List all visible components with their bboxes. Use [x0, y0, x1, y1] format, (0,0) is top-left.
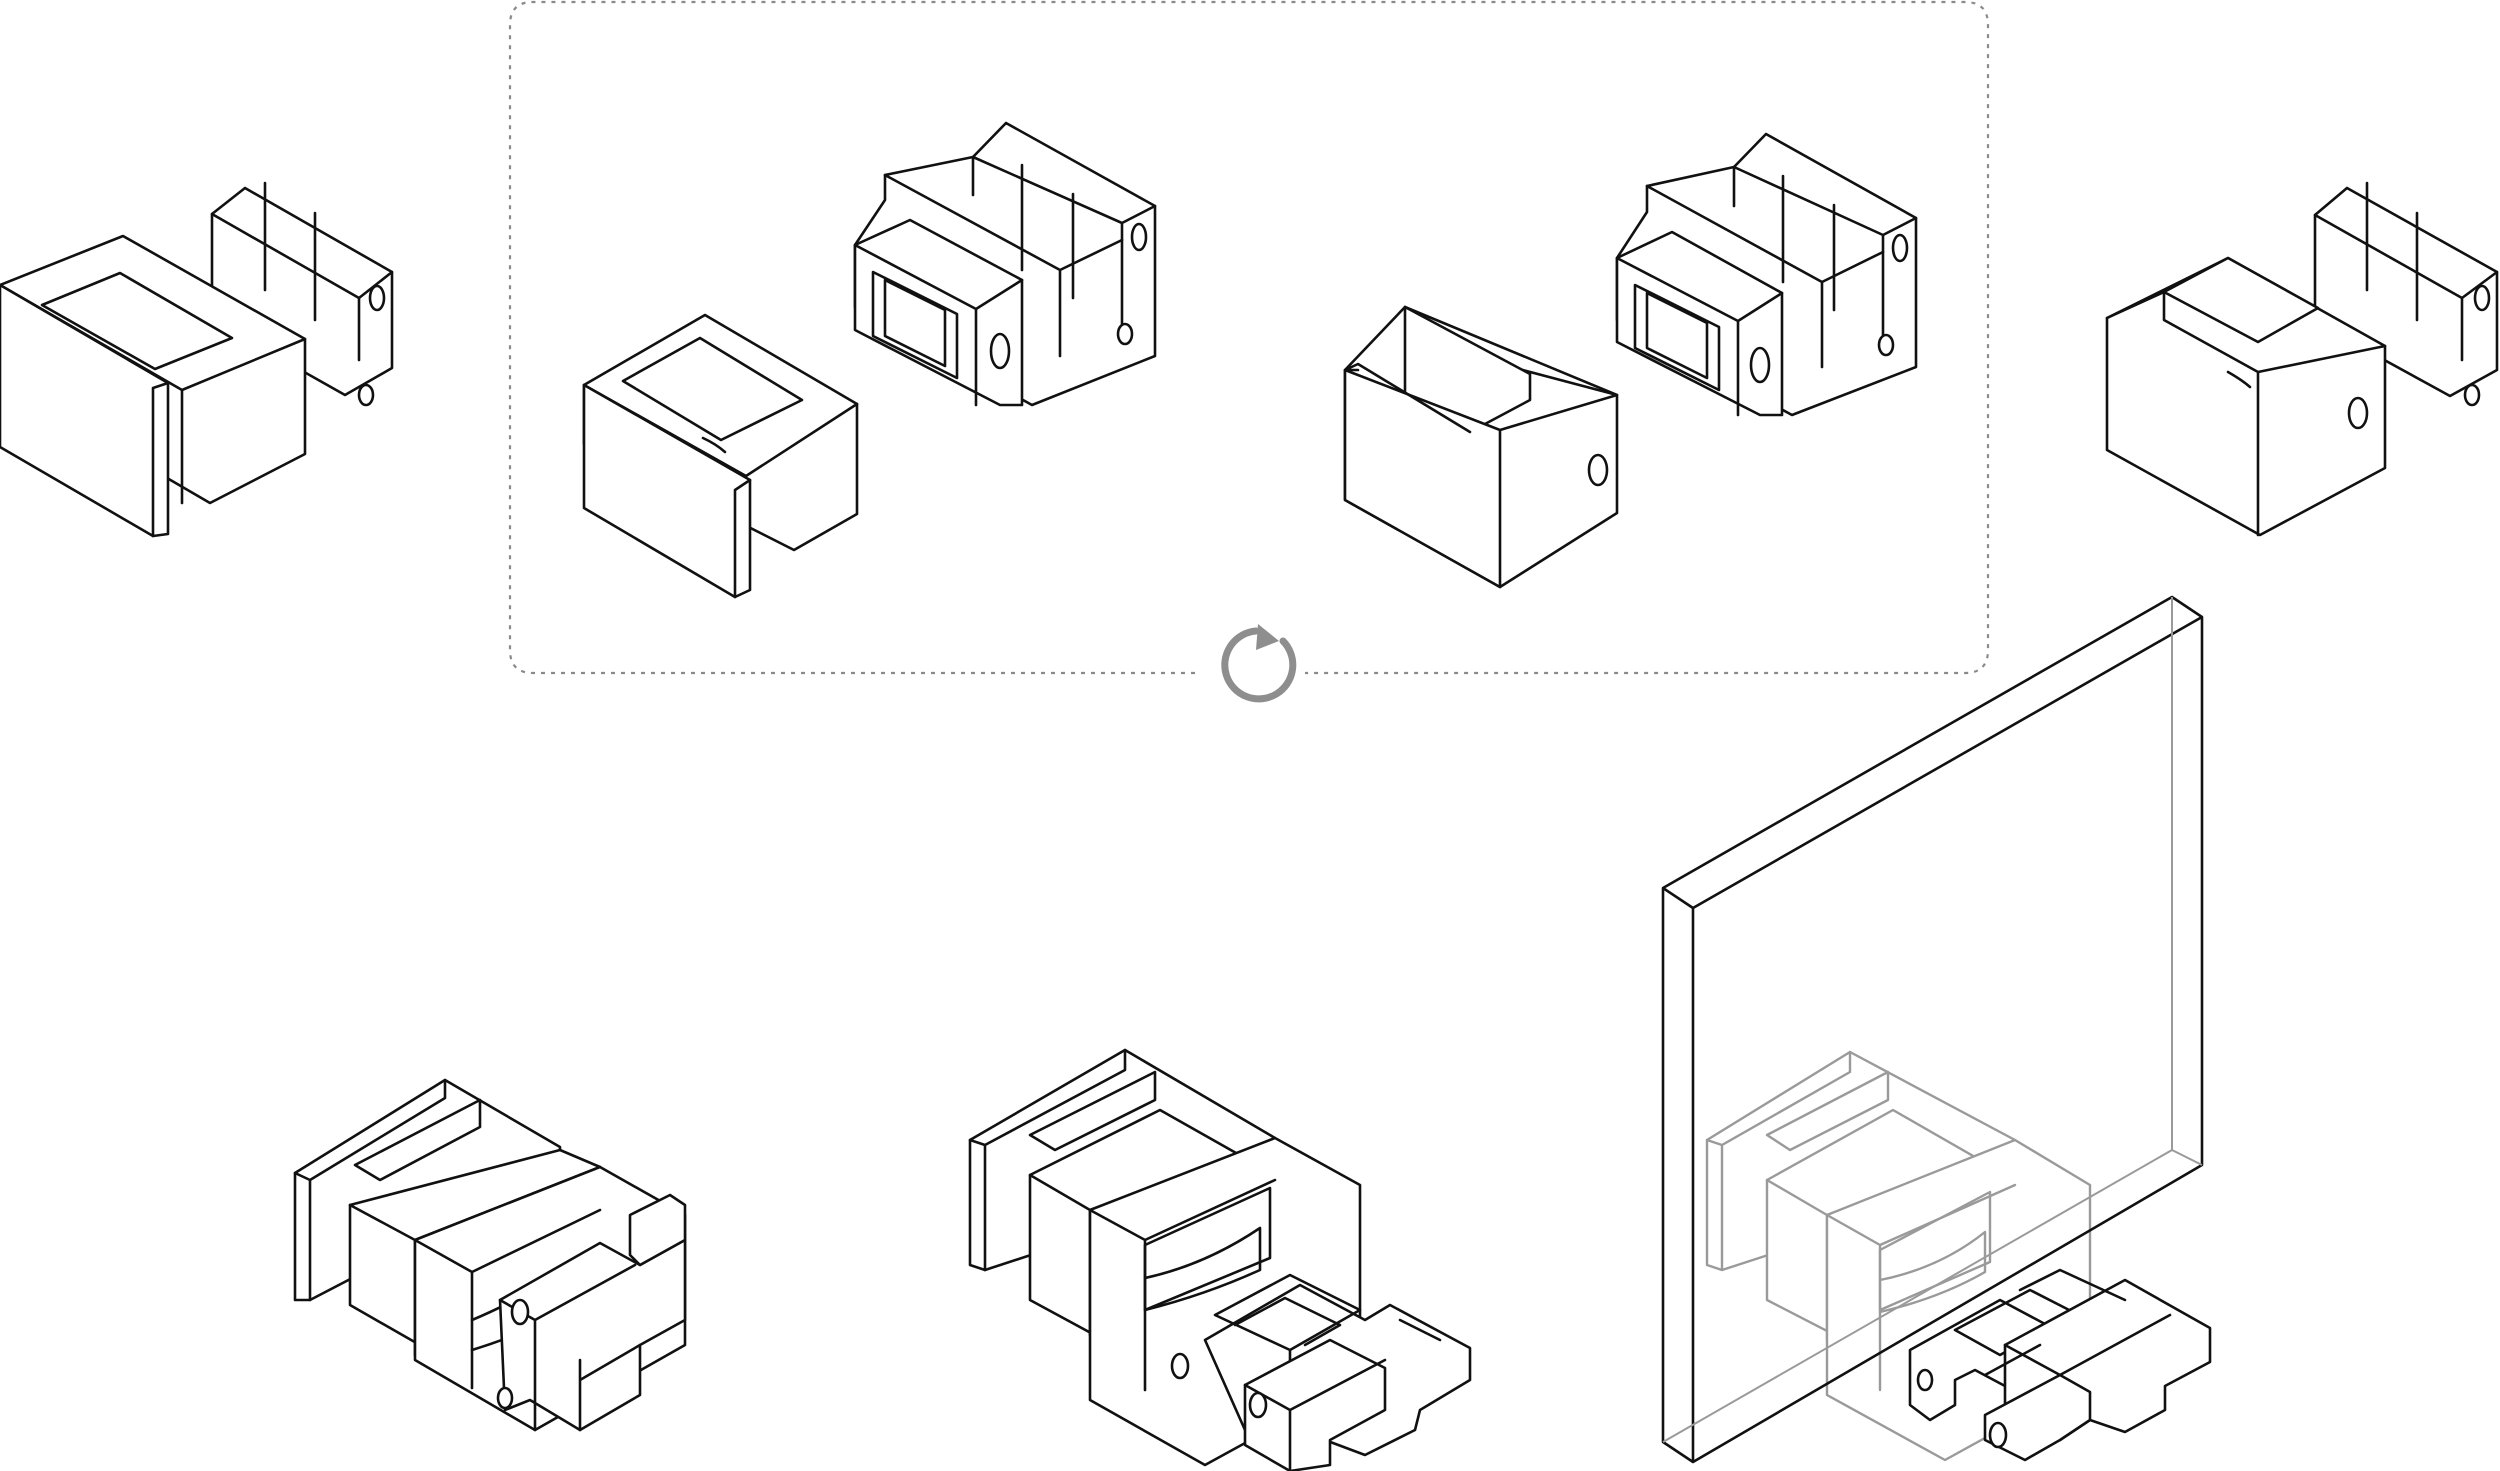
lid-plate — [0, 283, 170, 538]
u-block-b — [1343, 305, 1619, 589]
exploded-pair-a — [582, 121, 1157, 599]
assembled-clamp-right — [2105, 181, 2499, 537]
glass-pane — [1661, 595, 2204, 1464]
assembled-clamp-left — [0, 181, 394, 538]
rotation-step-group — [508, 0, 1990, 703]
latch-parts-front — [1908, 1268, 2212, 1462]
mounted-assembly-b — [968, 1048, 1472, 1471]
exploded-pair-b — [1343, 132, 1918, 589]
mounted-assembly-a — [293, 1078, 687, 1432]
u-block-a — [582, 313, 859, 599]
fork-frame-block-a — [853, 121, 1157, 407]
latch-and-key-b — [1203, 1273, 1472, 1471]
main-block-right — [2105, 256, 2387, 537]
fork-frame-block-b — [1615, 132, 1918, 417]
cross-key-a — [496, 1193, 687, 1432]
rotate-clockwise-icon — [1221, 624, 1297, 703]
glass-mounted-assembly — [1661, 595, 2212, 1464]
